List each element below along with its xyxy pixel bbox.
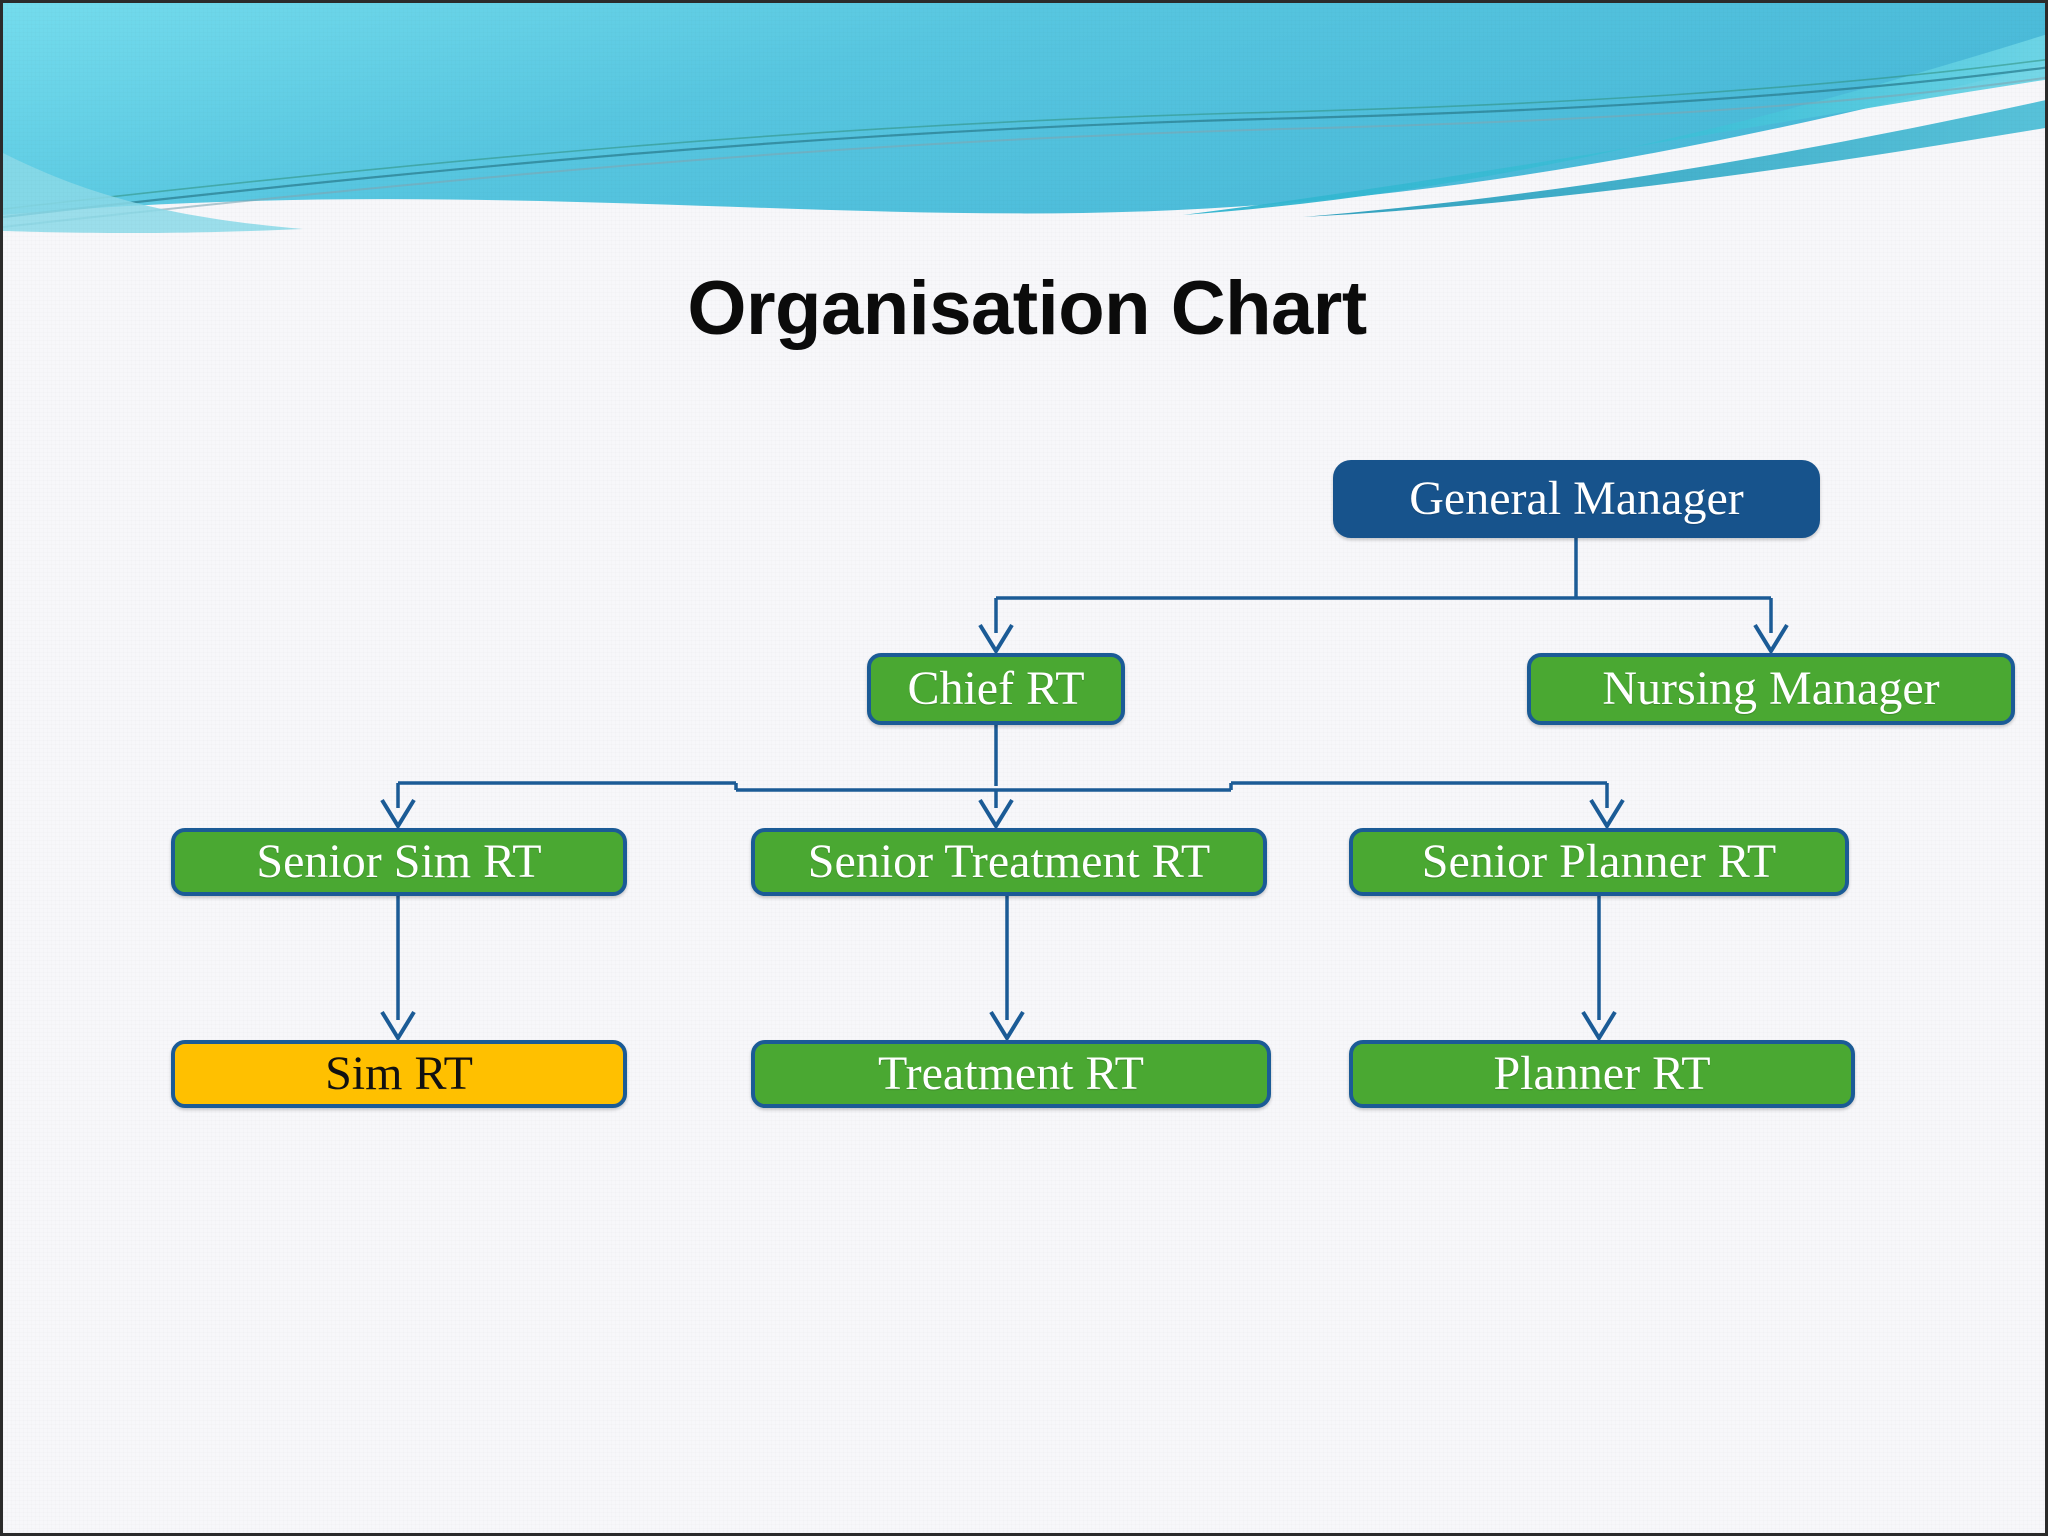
org-node-label: Treatment RT bbox=[878, 1047, 1144, 1100]
org-node-chief-rt[interactable]: Chief RT bbox=[867, 653, 1125, 725]
org-node-general-manager[interactable]: General Manager bbox=[1333, 460, 1820, 538]
org-node-treatment-rt[interactable]: Treatment RT bbox=[751, 1040, 1271, 1108]
page-title: Organisation Chart bbox=[687, 266, 1367, 351]
org-node-label: Senior Planner RT bbox=[1421, 835, 1777, 888]
org-node-label: Senior Sim RT bbox=[256, 835, 542, 888]
arrowhead-senior-planner-rt bbox=[1589, 798, 1625, 830]
arrowhead-senior-treatment-rt bbox=[978, 798, 1014, 830]
connector-layer bbox=[380, 538, 1789, 1042]
arrowhead-treatment-rt bbox=[989, 1010, 1025, 1042]
edge-general-manager-to-level2 bbox=[994, 538, 1773, 633]
org-node-nursing-manager[interactable]: Nursing Manager bbox=[1527, 653, 2015, 725]
org-node-planner-rt[interactable]: Planner RT bbox=[1349, 1040, 1855, 1108]
org-node-label: Senior Treatment RT bbox=[807, 835, 1211, 888]
arrowhead-nursing-manager bbox=[1753, 623, 1789, 655]
org-node-senior-sim-rt[interactable]: Senior Sim RT bbox=[171, 828, 627, 896]
arrowhead-chief-rt bbox=[978, 623, 1014, 655]
arrowhead-sim-rt bbox=[380, 1010, 416, 1042]
org-node-label: Nursing Manager bbox=[1602, 662, 1940, 715]
org-node-label: General Manager bbox=[1409, 472, 1744, 525]
arrowhead-planner-rt bbox=[1581, 1010, 1617, 1042]
org-node-label: Sim RT bbox=[325, 1047, 473, 1100]
org-node-senior-treatment-rt[interactable]: Senior Treatment RT bbox=[751, 828, 1267, 896]
org-node-sim-rt[interactable]: Sim RT bbox=[171, 1040, 627, 1108]
arrowhead-senior-sim-rt bbox=[380, 798, 416, 830]
org-node-senior-planner-rt[interactable]: Senior Planner RT bbox=[1349, 828, 1849, 896]
org-node-label: Chief RT bbox=[907, 662, 1085, 715]
edge-chief-rt-to-level3 bbox=[396, 725, 1609, 808]
org-node-label: Planner RT bbox=[1493, 1047, 1711, 1100]
